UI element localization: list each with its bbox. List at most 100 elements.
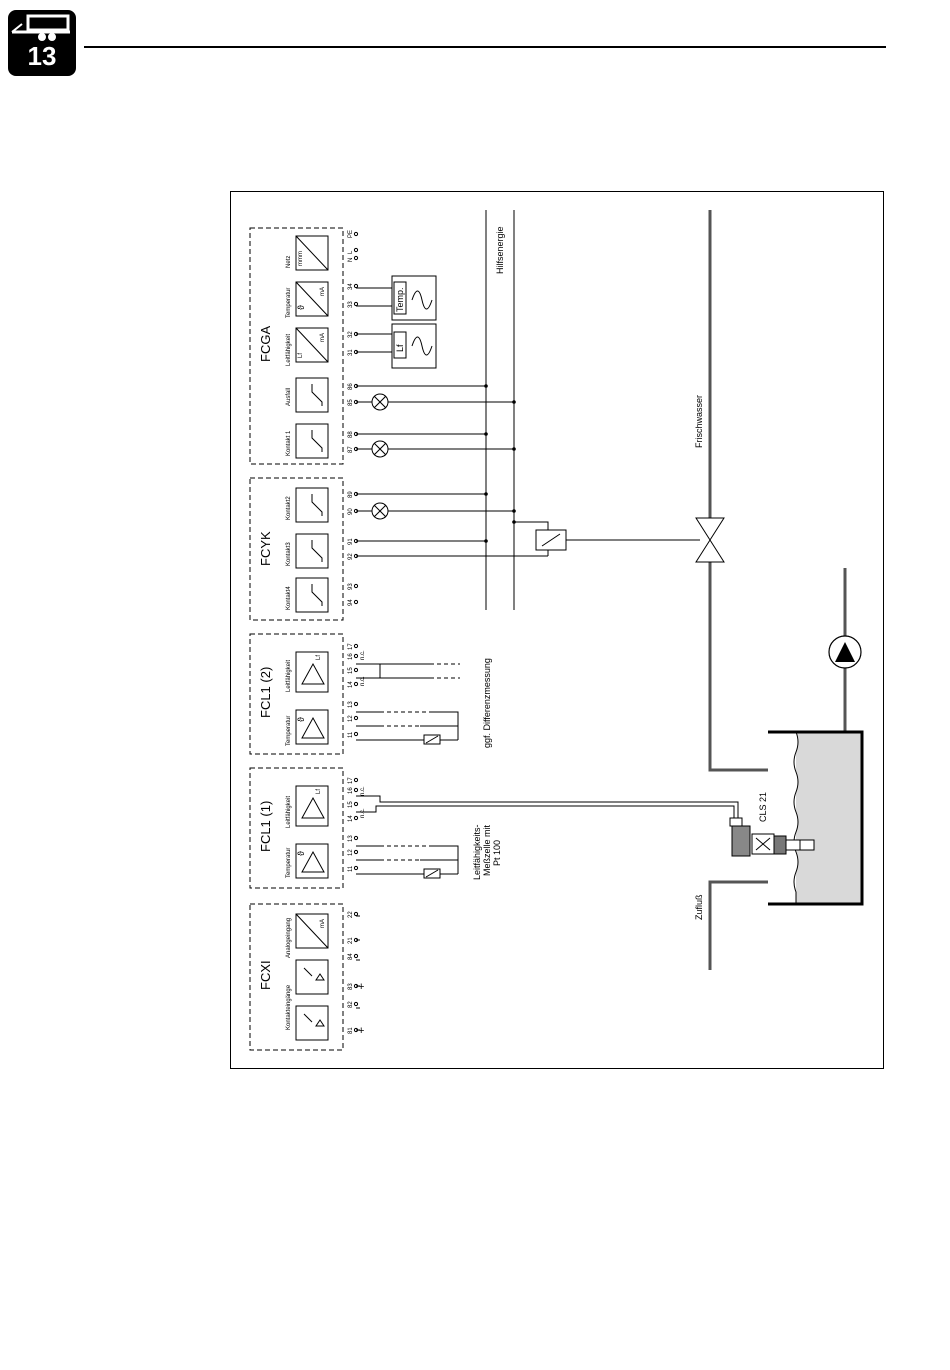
unit-label-temperatur-1: Temperatur <box>286 848 292 878</box>
terminal-screw <box>353 1001 359 1007</box>
terminal-screw <box>353 801 359 807</box>
terminal-label: 12 <box>348 849 354 856</box>
terminal-screw <box>353 255 359 261</box>
terminal-label: 89 <box>348 491 354 498</box>
fcl1-1-theta-symbol: ϑ <box>296 851 306 856</box>
terminal-screw <box>353 849 359 855</box>
terminal-screw <box>353 667 359 673</box>
terminal-label: 34 <box>348 283 354 290</box>
lamp-kontakt1 <box>371 440 389 458</box>
unit-label-leitfaehigkeit: Leitfähigkeit <box>286 334 292 366</box>
unit-label-kontakt3: Kontakt3 <box>286 542 292 566</box>
kontakt2-relay <box>295 487 329 523</box>
analog-ma-symbol: mA <box>320 919 326 928</box>
terminal-label: 11 <box>348 731 354 738</box>
fresh-water-valve <box>695 517 725 563</box>
terminal-screw <box>353 835 359 841</box>
zelle-label-line3: Pt 100 <box>492 840 502 866</box>
terminal-screw <box>353 953 359 959</box>
terminal-screw <box>353 777 359 783</box>
leitfaehigkeit-lf-symbol: Lf <box>298 353 304 358</box>
terminal-label: 13 <box>348 701 354 708</box>
tank <box>768 730 864 906</box>
terminal-label: 91 <box>348 538 354 545</box>
terminal-screw <box>353 815 359 821</box>
zelle-label-line1: Leitfähigkeits- <box>472 824 482 880</box>
unit-label-kontakt2: Kontakt2 <box>286 496 292 520</box>
temperatur-ma-symbol: mA <box>320 287 326 296</box>
terminal-screw <box>353 643 359 649</box>
terminal-label: 17 <box>348 777 354 784</box>
trailer-icon <box>11 14 70 41</box>
kontakteingang-optocoupler-1 <box>295 959 329 995</box>
lf-transmitter-label: Lf <box>395 344 405 352</box>
terminal-label: 12 <box>348 715 354 722</box>
unit-label-kontakt4: Kontakt4 <box>286 586 292 610</box>
kontakteingang-optocoupler-2 <box>295 1005 329 1041</box>
hilfsenergie-label: Hilfsenergie <box>495 226 505 274</box>
terminal-screw <box>353 715 359 721</box>
temperatur-theta-symbol: ϑ <box>296 305 306 310</box>
terminal-label: 94 <box>348 599 354 606</box>
tank-water <box>796 732 862 904</box>
unit-label-analogeingang: Analogeingang <box>286 918 292 958</box>
terminal-screw <box>353 681 359 687</box>
unit-label-leitfaehigkeit-2: Leitfähigkeit <box>286 660 292 692</box>
terminal-label: 93 <box>348 583 354 590</box>
terminal-label: 92 <box>348 553 354 560</box>
terminal-nc-label: n.c. <box>360 786 366 796</box>
module-label-fcyk: FCYK <box>258 531 273 566</box>
terminal-screw <box>353 583 359 589</box>
terminal-label: 15 <box>348 667 354 674</box>
netz-mains-symbol: mmm <box>298 251 304 266</box>
unit-label-temperatur: Temperatur <box>286 288 292 318</box>
terminal-label: 82 <box>348 1001 354 1008</box>
unit-label-kontakt1: Kontakt 1 <box>286 430 292 456</box>
terminal-label: N <box>348 258 354 262</box>
terminal-label: 13 <box>348 835 354 842</box>
terminal-label: 16 <box>348 787 354 794</box>
unit-label-temperatur-2: Temperatur <box>286 716 292 746</box>
fcl1-2-theta-symbol: ϑ <box>296 717 306 722</box>
lamp-kontakt2 <box>371 502 389 520</box>
terminal-label: 32 <box>348 331 354 338</box>
fcl1-1-box <box>249 767 344 889</box>
terminal-label: 81 <box>348 1027 354 1034</box>
terminal-label: 15 <box>348 801 354 808</box>
terminal-label: PE <box>348 230 354 238</box>
netz-converter <box>295 235 329 271</box>
terminal-nc-label: n.c. <box>360 650 366 660</box>
module-label-fcl1-1: FCL1 (1) <box>258 801 273 852</box>
cls21-label: CLS 21 <box>758 792 768 822</box>
analogeingang-converter <box>295 913 329 949</box>
terminal-label: 14 <box>348 681 354 688</box>
terminal-screw <box>353 599 359 605</box>
differenzmessung-label: ggf. Differenzmessung <box>482 658 492 748</box>
cls21-sensor <box>729 817 815 857</box>
terminal-label: 22 <box>348 911 354 918</box>
frischwasser-label: Frischwasser <box>694 395 704 448</box>
terminal-nc-label: n.c. <box>360 676 366 686</box>
valve-solenoid <box>535 529 567 551</box>
temp-transmitter-label: Temp. <box>395 287 405 312</box>
fcxi-plus-2: + <box>358 1025 364 1037</box>
terminal-label: 31 <box>348 349 354 356</box>
terminal-label: 33 <box>348 301 354 308</box>
fcyk-box <box>249 477 344 621</box>
terminal-label: 83 <box>348 983 354 990</box>
terminal-screw <box>353 731 359 737</box>
terminal-screw <box>353 701 359 707</box>
frischwasser-pipe-lower <box>708 560 768 772</box>
fcga-box <box>249 227 344 465</box>
module-label-fcl1-2: FCL1 (2) <box>258 667 273 718</box>
terminal-label: 16 <box>348 653 354 660</box>
fcl1-2-lf-symbol: Lf <box>316 655 322 660</box>
terminal-label: 87 <box>348 446 354 453</box>
terminal-screw <box>353 247 359 253</box>
fcl1-2-leitfaehigkeit-amp <box>295 651 329 693</box>
terminal-label: 85 <box>348 399 354 406</box>
fcl1-1-leitfaehigkeit-amp <box>295 785 329 827</box>
terminal-label: 88 <box>348 431 354 438</box>
leitfaehigkeit-ma-symbol: mA <box>320 333 326 342</box>
